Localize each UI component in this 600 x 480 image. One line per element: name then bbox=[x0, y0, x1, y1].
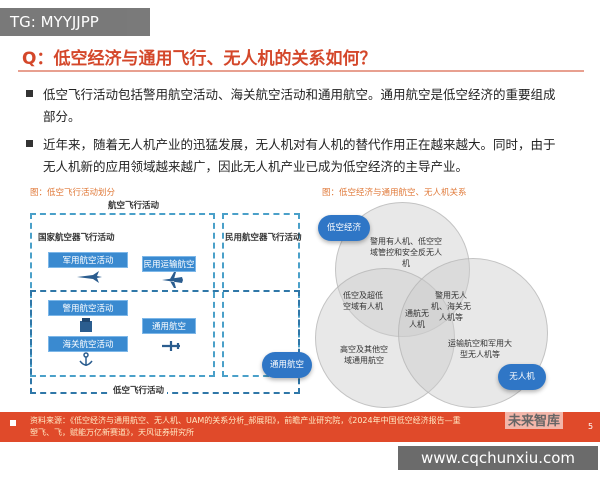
bullet-1-line-2: 部分。 bbox=[43, 109, 81, 124]
overlap-right-text: 警用无人机、海关无人机等 bbox=[431, 291, 471, 322]
overlap-top-text: 警用有人机、低空空域管控和安全反无人机 bbox=[370, 237, 442, 268]
overlap-left-text: 低空及超低空域有人机 bbox=[343, 291, 383, 311]
title-divider bbox=[18, 70, 584, 72]
general-aviation-box: 通用航空 bbox=[142, 318, 196, 334]
bottom-left-text: 高空及其他空域通用航空 bbox=[340, 345, 388, 365]
left-figure-caption: 图：低空飞行活动划分 bbox=[30, 188, 116, 198]
bullet-paragraph-1: 低空飞行活动包括警用航空活动、海关航空活动和通用航空。通用航空是低空经济的重要组… bbox=[26, 84, 574, 128]
anchor-icon bbox=[78, 352, 94, 372]
military-aviation-box: 军用航空活动 bbox=[48, 252, 128, 268]
airplane-icon bbox=[160, 271, 184, 293]
low-altitude-label: 低空飞行活动 bbox=[110, 384, 168, 396]
footer-marker bbox=[10, 420, 16, 426]
right-figure-caption: 图：低空经济与通用航空、无人机关系 bbox=[322, 188, 467, 198]
cloud-low-altitude-economy: 低空经济 bbox=[318, 215, 370, 241]
police-aviation-box: 警用航空活动 bbox=[48, 300, 128, 316]
url-watermark: www.cqchunxiu.com bbox=[398, 446, 598, 470]
overlap-center-text: 通航无人机 bbox=[405, 309, 429, 329]
bullet-paragraph-2: 近年来，随着无人机产业的迅猛发展，无人机对有人机的替代作用正在越来越大。同时，由… bbox=[26, 134, 574, 178]
bullet-1-line-1: 低空飞行活动包括警用航空活动、海关航空活动和通用航空。通用航空是低空经济的重要组… bbox=[43, 87, 556, 102]
fighter-jet-icon bbox=[75, 269, 103, 288]
bullet-2-line-1: 近年来，随着无人机产业的迅猛发展，无人机对有人机的替代作用正在越来越大。同时，由… bbox=[43, 137, 556, 152]
state-aircraft-label: 国家航空器飞行活动 bbox=[38, 233, 115, 243]
page-number: 5 bbox=[588, 422, 594, 431]
flight-activity-label: 航空飞行活动 bbox=[108, 201, 160, 211]
cloud-uav: 无人机 bbox=[498, 364, 546, 390]
source-line-2: 塑飞、飞，赋能万亿新赛道》，天风证券研究所 bbox=[30, 428, 194, 437]
bullet-marker bbox=[26, 90, 33, 97]
watermark-tag: TG: MYYJJPP bbox=[0, 8, 150, 36]
police-icon bbox=[78, 317, 94, 337]
customs-aviation-box: 海关航空活动 bbox=[48, 336, 128, 352]
bullet-marker bbox=[26, 140, 33, 147]
bottom-right-text: 运输航空和军用大型无人机等 bbox=[448, 339, 512, 359]
cloud-general-aviation: 通用航空 bbox=[262, 352, 312, 378]
bullet-2-line-2: 无人机新的应用领域越来越广，因此无人机产业已成为低空经济的主导产业。 bbox=[43, 159, 469, 174]
small-plane-icon bbox=[160, 338, 182, 358]
transport-aviation-box: 民用运输航空 bbox=[142, 256, 196, 272]
footer-bar bbox=[0, 412, 600, 442]
source-note: 资料来源：《低空经济与通用航空、无人机、UAM的关系分析_郝展阳》，前瞻产业研究… bbox=[30, 415, 520, 439]
civil-aircraft-label: 民用航空器飞行活动 bbox=[225, 233, 302, 243]
page-title: Q：低空经济与通用飞行、无人机的关系如何？ bbox=[22, 49, 377, 69]
source-line-1: 资料来源：《低空经济与通用航空、无人机、UAM的关系分析_郝展阳》，前瞻产业研究… bbox=[30, 416, 461, 425]
brand-watermark: 未来智库 bbox=[505, 410, 564, 429]
